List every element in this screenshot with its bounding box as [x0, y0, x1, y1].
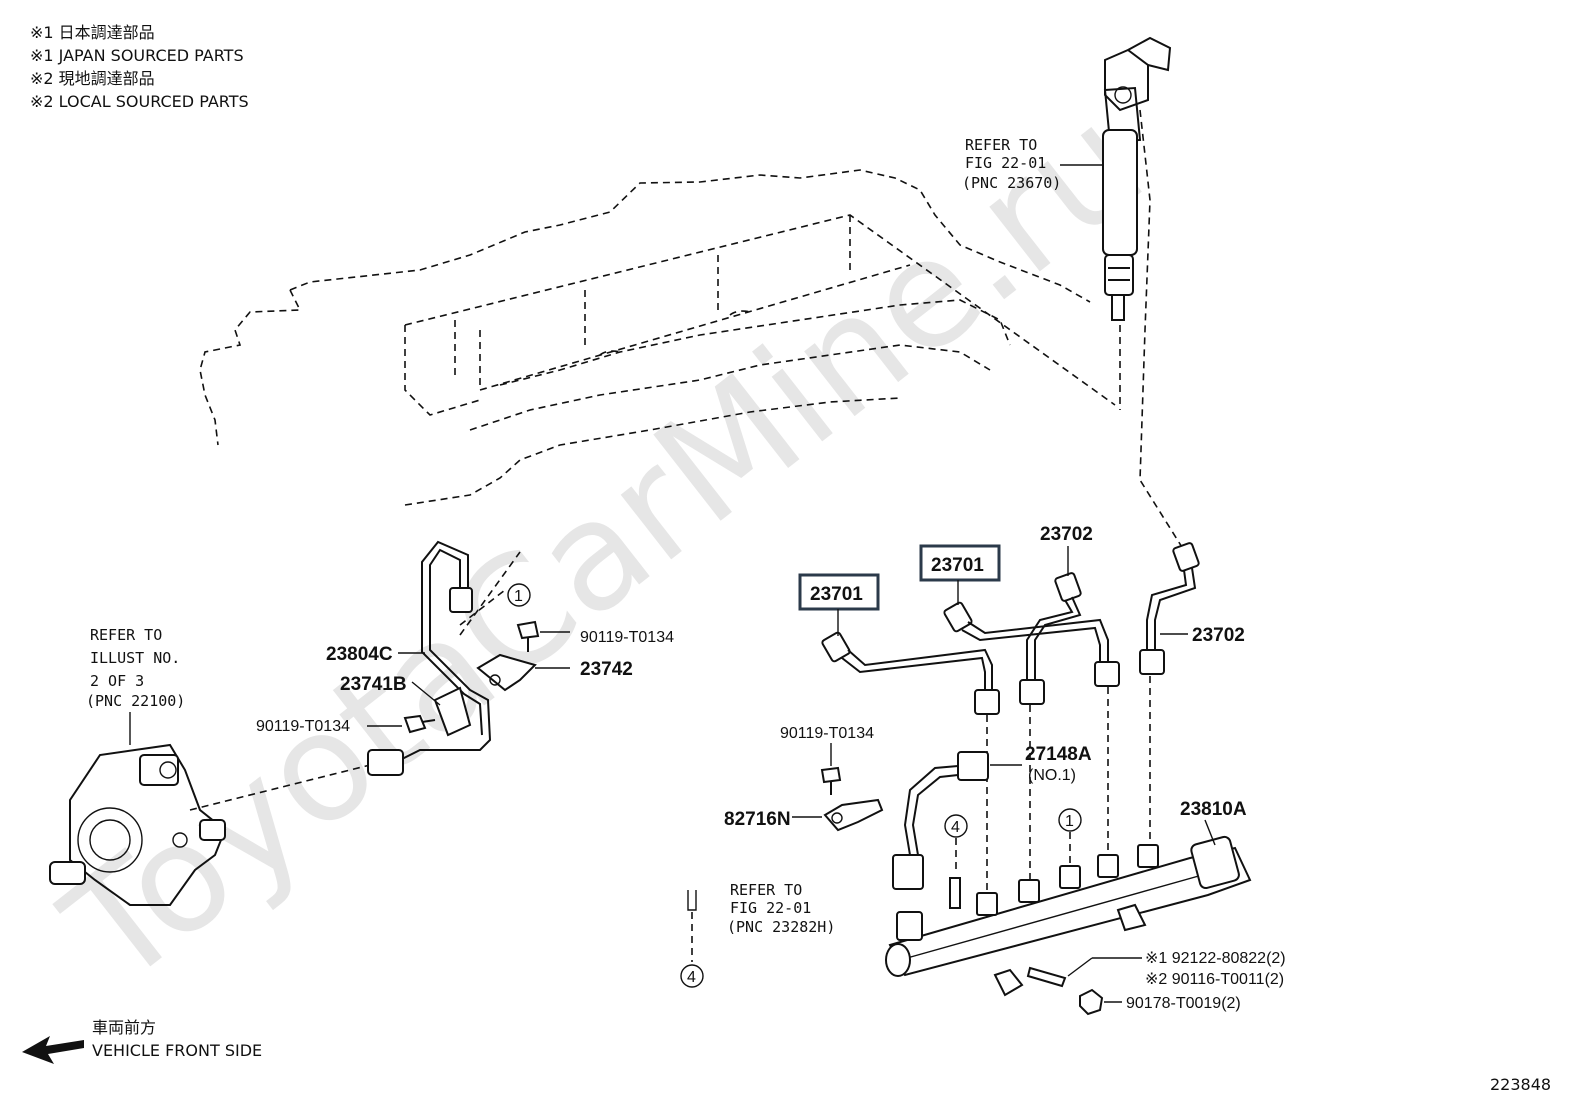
label-90119-left: 90119-T0134 — [256, 718, 350, 735]
refer-pump-note: REFER TO ILLUST NO. 2 OF 3 (PNC 22100) — [86, 626, 185, 745]
callout-4-circle-a — [944, 814, 968, 838]
label-23702-right: 23702 — [1192, 625, 1245, 646]
label-23810a: 23810A — [1180, 799, 1247, 820]
label-23804c: 23804C — [326, 644, 393, 665]
callout-1-circle-b — [1058, 808, 1082, 832]
label-23741b: 23741B — [340, 674, 407, 695]
clamp-23741b — [411, 681, 472, 737]
watermark: ToyotaCarMine.ru — [34, 74, 1175, 1018]
refer-injector-line-1: REFER TO — [965, 136, 1037, 154]
callout-4-b: 4 — [687, 969, 696, 986]
highlight-23701-b — [919, 544, 1001, 582]
supply-pump — [49, 743, 371, 906]
label-90178: 90178-T0019(2) — [1126, 995, 1241, 1012]
highlight-23701-a — [798, 573, 880, 611]
label-82716n: 82716N — [724, 809, 791, 830]
front-label-jp: 車両前方 — [92, 1018, 156, 1037]
injection-pipes — [821, 542, 1200, 895]
refer-pump-line-4: (PNC 22100) — [86, 692, 185, 710]
nut-90178 — [1079, 988, 1122, 1016]
callout-4-a: 4 — [951, 819, 960, 836]
refer-pump-line-1: REFER TO — [90, 626, 162, 644]
refer-injector-note: REFER TO FIG 22-01 (PNC 23670) — [962, 136, 1103, 192]
fuel-injector — [1102, 36, 1191, 561]
label-27148a-sub: (NO.1) — [1028, 767, 1076, 784]
part-labels: 23804C 23741B 90119-T0134 90119-T0134 23… — [256, 524, 1286, 1012]
callout-1-a: 1 — [514, 588, 523, 605]
label-92122: ※1 92122-80822(2) — [1145, 950, 1286, 967]
label-23701-a: 23701 — [810, 584, 863, 605]
label-90119-right: 90119-T0134 — [780, 725, 874, 742]
refer-pump-line-2: ILLUST NO. — [90, 649, 180, 667]
refer-rail-line-2: FIG 22-01 — [730, 899, 811, 917]
bracket-82716n — [792, 798, 884, 832]
refer-rail-note: 4 REFER TO FIG 22-01 (PNC 23282H) — [680, 881, 835, 988]
refer-injector-line-3: (PNC 23670) — [962, 174, 1061, 192]
label-23702-top: 23702 — [1040, 524, 1093, 545]
callout-1-b: 1 — [1065, 813, 1074, 830]
label-90116: ※2 90116-T0011(2) — [1145, 971, 1284, 988]
note-line-3: ※2 現地調達部品 — [30, 69, 155, 88]
arrow-left-icon — [22, 1036, 84, 1064]
note-line-1: ※1 日本調達部品 — [30, 23, 155, 42]
stud-92122 — [1026, 957, 1142, 988]
bolt-90119-left — [367, 714, 436, 734]
pressure-sensor-27148a — [892, 751, 1022, 890]
refer-rail-line-1: REFER TO — [730, 881, 802, 899]
note-line-2: ※1 JAPAN SOURCED PARTS — [30, 46, 244, 65]
label-27148a: 27148A — [1025, 744, 1092, 765]
clamp-23742 — [476, 653, 570, 692]
pipe-23804c — [367, 540, 521, 776]
callout-1-circle-a — [507, 583, 531, 607]
figure-id: 223848 — [1490, 1075, 1551, 1094]
note-line-4: ※2 LOCAL SOURCED PARTS — [30, 92, 249, 111]
bolt-90119-top — [516, 620, 570, 652]
refer-injector-line-2: FIG 22-01 — [965, 154, 1046, 172]
engine-outline — [199, 169, 1116, 506]
label-90119-top: 90119-T0134 — [580, 629, 674, 646]
label-23742: 23742 — [580, 659, 633, 680]
label-23701-b: 23701 — [931, 555, 984, 576]
front-label-en: VEHICLE FRONT SIDE — [92, 1041, 262, 1060]
common-rail-23810a — [885, 819, 1252, 997]
vehicle-front-indicator: 車両前方 VEHICLE FRONT SIDE — [22, 1018, 262, 1064]
refer-rail-line-3: (PNC 23282H) — [727, 918, 835, 936]
bolt-90119-right — [820, 743, 842, 795]
sourcing-notes: ※1 日本調達部品 ※1 JAPAN SOURCED PARTS ※2 現地調達… — [30, 23, 249, 111]
refer-pump-line-3: 2 OF 3 — [90, 672, 144, 690]
